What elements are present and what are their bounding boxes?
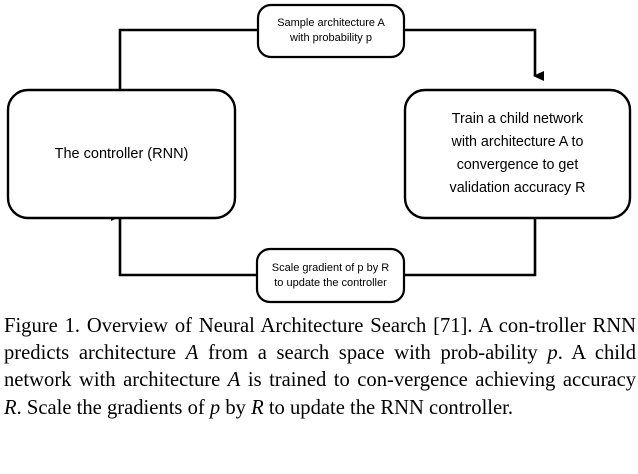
nas-loop-diagram: The controller (RNN) Train a child netwo… — [6, 3, 632, 304]
caption-text-run: . Scale the gradients of — [16, 396, 210, 419]
caption-text-run: . A child network with architecture — [4, 342, 637, 392]
diagram-canvas — [6, 3, 632, 304]
caption-text-run: by — [220, 396, 252, 419]
caption-text-run: from a search space with prob-ability — [198, 342, 548, 365]
caption-text-run: Figure 1. Overview of Neural Architectur… — [4, 315, 636, 365]
figure-caption: Figure 1. Overview of Neural Architectur… — [4, 313, 636, 422]
caption-math-symbol: A — [185, 342, 199, 365]
sample-architecture-label-shape[interactable] — [256, 3, 406, 59]
caption-math-symbol: p — [209, 396, 221, 419]
caption-math-symbol: R — [4, 396, 17, 419]
caption-math-symbol: p — [547, 342, 558, 365]
caption-math-symbol: A — [227, 369, 241, 392]
caption-text-run: is trained to con-vergence achieving acc… — [240, 369, 637, 392]
train-child-network-node-shape[interactable] — [403, 88, 632, 220]
controller-node-shape[interactable] — [6, 88, 237, 220]
caption-text-run: to update the RNN controller. — [263, 396, 514, 419]
caption-math-symbol: R — [251, 396, 264, 419]
scale-gradient-label-shape[interactable] — [255, 247, 406, 304]
